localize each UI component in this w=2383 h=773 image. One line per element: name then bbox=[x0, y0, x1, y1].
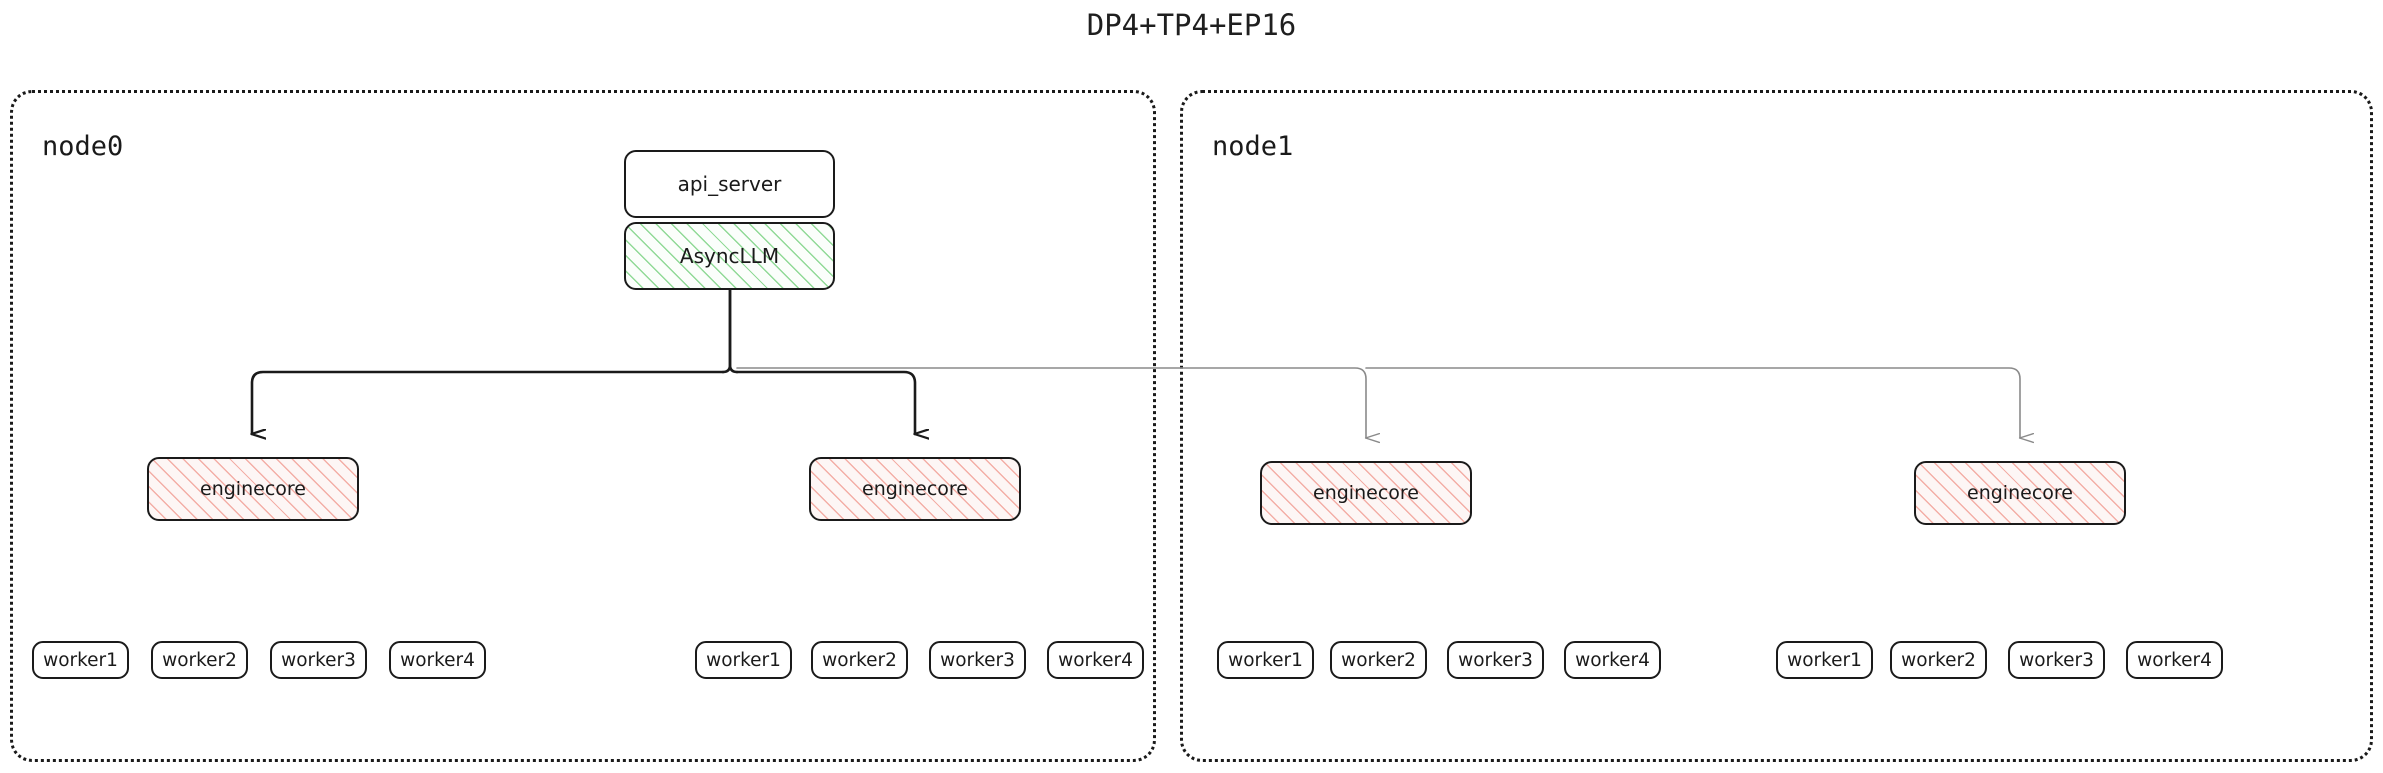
enginecore-label: enginecore bbox=[200, 478, 306, 500]
worker-label: worker2 bbox=[1901, 649, 1976, 671]
worker-box-node1-1-2[interactable]: worker3 bbox=[2008, 641, 2105, 679]
worker-label: worker2 bbox=[162, 649, 237, 671]
worker-label: worker4 bbox=[400, 649, 475, 671]
worker-label: worker3 bbox=[1458, 649, 1533, 671]
worker-label: worker3 bbox=[940, 649, 1015, 671]
worker-label: worker1 bbox=[1787, 649, 1862, 671]
worker-box-node0-0-0[interactable]: worker1 bbox=[32, 641, 129, 679]
enginecore-box-node1-0[interactable]: enginecore bbox=[1260, 461, 1472, 525]
worker-label: worker1 bbox=[43, 649, 118, 671]
enginecore-label: enginecore bbox=[1313, 482, 1419, 504]
async-llm-box[interactable]: AsyncLLM bbox=[624, 222, 835, 290]
worker-box-node0-0-1[interactable]: worker2 bbox=[151, 641, 248, 679]
api-server-label: api_server bbox=[677, 172, 782, 196]
worker-label: worker3 bbox=[281, 649, 356, 671]
node-label-node0: node0 bbox=[42, 131, 124, 162]
worker-box-node0-1-0[interactable]: worker1 bbox=[695, 641, 792, 679]
enginecore-box-node1-1[interactable]: enginecore bbox=[1914, 461, 2126, 525]
worker-box-node0-1-2[interactable]: worker3 bbox=[929, 641, 1026, 679]
worker-box-node0-1-1[interactable]: worker2 bbox=[811, 641, 908, 679]
enginecore-box-node0-0[interactable]: enginecore bbox=[147, 457, 359, 521]
page-title: DP4+TP4+EP16 bbox=[1086, 8, 1297, 42]
worker-box-node0-0-3[interactable]: worker4 bbox=[389, 641, 486, 679]
worker-box-node1-0-1[interactable]: worker2 bbox=[1330, 641, 1427, 679]
worker-label: worker2 bbox=[822, 649, 897, 671]
worker-box-node1-1-1[interactable]: worker2 bbox=[1890, 641, 1987, 679]
enginecore-box-node0-1[interactable]: enginecore bbox=[809, 457, 1021, 521]
worker-box-node0-0-2[interactable]: worker3 bbox=[270, 641, 367, 679]
async-llm-label: AsyncLLM bbox=[679, 244, 780, 268]
worker-label: worker4 bbox=[1575, 649, 1650, 671]
worker-box-node1-1-0[interactable]: worker1 bbox=[1776, 641, 1873, 679]
node-label-node1: node1 bbox=[1212, 131, 1294, 162]
worker-box-node1-0-3[interactable]: worker4 bbox=[1564, 641, 1661, 679]
api-server-box[interactable]: api_server bbox=[624, 150, 835, 218]
worker-label: worker1 bbox=[706, 649, 781, 671]
worker-box-node1-1-3[interactable]: worker4 bbox=[2126, 641, 2223, 679]
worker-label: worker2 bbox=[1341, 649, 1416, 671]
worker-box-node1-0-0[interactable]: worker1 bbox=[1217, 641, 1314, 679]
worker-label: worker3 bbox=[2019, 649, 2094, 671]
worker-label: worker1 bbox=[1228, 649, 1303, 671]
worker-label: worker4 bbox=[1058, 649, 1133, 671]
worker-box-node0-1-3[interactable]: worker4 bbox=[1047, 641, 1144, 679]
enginecore-label: enginecore bbox=[1967, 482, 2073, 504]
enginecore-label: enginecore bbox=[862, 478, 968, 500]
worker-label: worker4 bbox=[2137, 649, 2212, 671]
worker-box-node1-0-2[interactable]: worker3 bbox=[1447, 641, 1544, 679]
